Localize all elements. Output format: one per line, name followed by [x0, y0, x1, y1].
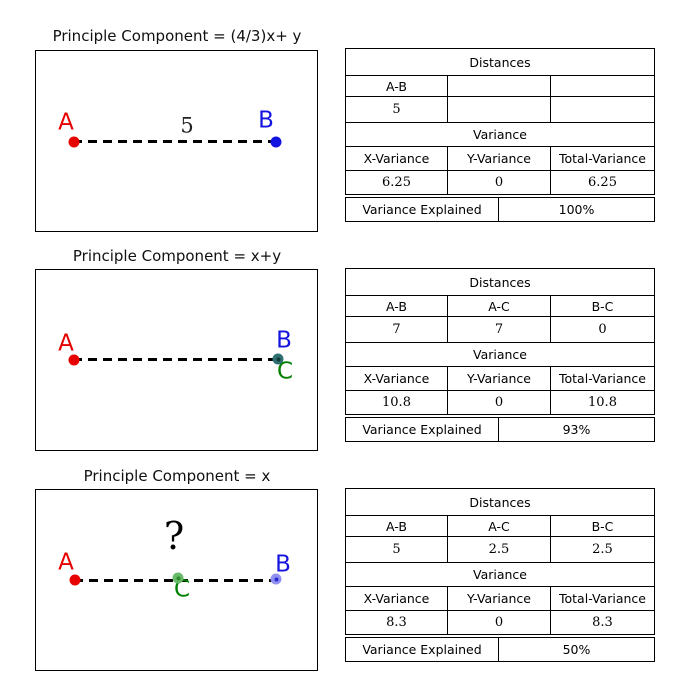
point-bc-merged: [272, 353, 284, 365]
point-c: [172, 572, 184, 584]
point-a-label: A: [58, 330, 74, 357]
point-c-core: [176, 576, 180, 580]
variance-header-cell: X-Variance: [346, 367, 448, 390]
distance-annotation: 5: [180, 113, 194, 138]
point-b-core: [274, 577, 278, 581]
variance-section-header: Variance: [346, 342, 654, 366]
distance-header-row: A-B A-C B-C: [346, 515, 654, 536]
distance-value-cell: 5: [346, 537, 448, 562]
variance-header-cell: Y-Variance: [448, 367, 551, 390]
point-a: [69, 574, 81, 586]
distance-value-row: 5 2.5 2.5: [346, 536, 654, 562]
variance-header-cell: Y-Variance: [448, 147, 551, 170]
variance-header-cell: Y-Variance: [448, 587, 551, 610]
variance-value-cell: 6.25: [588, 175, 617, 190]
distance-value-cell: 7: [448, 317, 551, 342]
distance-value-row: 5: [346, 96, 654, 122]
distances-section-header: Distances: [469, 274, 531, 290]
question-mark-annotation: ?: [163, 514, 185, 558]
stats-table-main: Distances A-B A-C B-C 7 7 0 Variance X-V…: [345, 268, 655, 415]
dashed-segment-ab: [73, 358, 279, 361]
point-a-label: A: [58, 549, 74, 576]
distance-header-row: A-B: [346, 75, 654, 96]
variance-header-cell: X-Variance: [346, 147, 448, 170]
variance-value-cell: 6.25: [346, 171, 448, 194]
distance-value-cell: [551, 97, 654, 122]
variance-value-cell: 0: [448, 611, 551, 634]
scatter-plot-1: 5 A B: [35, 50, 318, 232]
distance-value-cell: 5: [346, 97, 448, 122]
distance-header-row: A-B A-C B-C: [346, 295, 654, 316]
distance-value-row: 7 7 0: [346, 316, 654, 342]
distance-value-cell: 2.5: [448, 537, 551, 562]
point-b-label: B: [258, 107, 274, 134]
distance-header-cell: B-C: [591, 518, 614, 534]
variance-section-header: Variance: [346, 562, 654, 586]
point-a-label: A: [58, 109, 74, 136]
distance-header-cell: [448, 76, 551, 96]
plot-title-3: Principle Component = x: [83, 467, 271, 485]
variance-value-cell: 8.3: [592, 615, 613, 630]
variance-header-cell: X-Variance: [346, 587, 448, 610]
variance-header-cell: Total-Variance: [559, 151, 646, 166]
distance-header-cell: A-C: [448, 296, 551, 316]
variance-header-row: X-Variance Y-Variance Total-Variance: [346, 366, 654, 390]
variance-header-row: X-Variance Y-Variance Total-Variance: [346, 586, 654, 610]
distance-header-cell: A-B: [346, 76, 448, 96]
plot-title-1: Principle Component = (4/3)x+ y: [52, 27, 302, 45]
variance-header-cell: Total-Variance: [559, 591, 646, 606]
point-c-label: C: [173, 576, 191, 603]
variance-explained-label-cell: Variance Explained: [346, 418, 499, 441]
distance-value-cell: 0: [598, 322, 607, 337]
distance-value-cell: 7: [346, 317, 448, 342]
variance-value-cell: 10.8: [346, 391, 448, 414]
variance-value-row: 8.3 0 8.3: [346, 610, 654, 634]
variance-value-row: 10.8 0 10.8: [346, 390, 654, 414]
variance-header-cell: Total-Variance: [559, 371, 646, 386]
variance-explained-row: Variance Explained 100%: [345, 197, 655, 222]
variance-explained-value-cell: 93%: [562, 422, 591, 437]
distance-header-cell: A-C: [448, 516, 551, 536]
distance-value-cell: [448, 97, 551, 122]
dashed-segment-ab: [73, 140, 277, 143]
variance-value-cell: 8.3: [346, 611, 448, 634]
distance-header-cell: B-C: [591, 298, 614, 314]
variance-explained-label-cell: Variance Explained: [346, 198, 499, 221]
stats-table-main: Distances A-B 5 Variance X-Variance Y-Va…: [345, 48, 655, 195]
variance-explained-row: Variance Explained 50%: [345, 637, 655, 662]
stats-table-main: Distances A-B A-C B-C 5 2.5 2.5 Variance…: [345, 488, 655, 635]
distance-header-cell: [551, 76, 654, 96]
variance-header-row: X-Variance Y-Variance Total-Variance: [346, 146, 654, 170]
distance-header-cell: A-B: [346, 516, 448, 536]
distance-value-cell: 2.5: [592, 542, 613, 557]
point-b-label: B: [275, 551, 291, 578]
plot-title-2: Principle Component = x+y: [72, 247, 282, 265]
scatter-plot-2: A B C: [35, 269, 318, 451]
scatter-plot-3: ? A B C: [35, 489, 318, 671]
variance-explained-value-cell: 100%: [558, 202, 595, 217]
point-bc-core: [276, 357, 280, 361]
variance-explained-row: Variance Explained 93%: [345, 417, 655, 442]
stats-table-1: Distances A-B 5 Variance X-Variance Y-Va…: [345, 48, 655, 222]
variance-value-cell: 0: [448, 391, 551, 414]
distance-header-cell: A-B: [346, 296, 448, 316]
point-c-label: C: [276, 358, 294, 385]
variance-explained-label-cell: Variance Explained: [346, 638, 499, 661]
distances-section-header: Distances: [469, 494, 531, 510]
stats-table-2: Distances A-B A-C B-C 7 7 0 Variance X-V…: [345, 268, 655, 442]
variance-value-row: 6.25 0 6.25: [346, 170, 654, 194]
point-b: [270, 136, 282, 148]
point-a: [68, 136, 80, 148]
variance-value-cell: 0: [448, 171, 551, 194]
variance-explained-value-cell: 50%: [562, 642, 591, 657]
point-b-label: B: [276, 327, 292, 354]
variance-section-header: Variance: [346, 122, 654, 146]
point-a: [68, 354, 80, 366]
point-b: [270, 573, 282, 585]
variance-value-cell: 10.8: [588, 395, 617, 410]
distances-section-header: Distances: [469, 54, 531, 70]
stats-table-3: Distances A-B A-C B-C 5 2.5 2.5 Variance…: [345, 488, 655, 662]
